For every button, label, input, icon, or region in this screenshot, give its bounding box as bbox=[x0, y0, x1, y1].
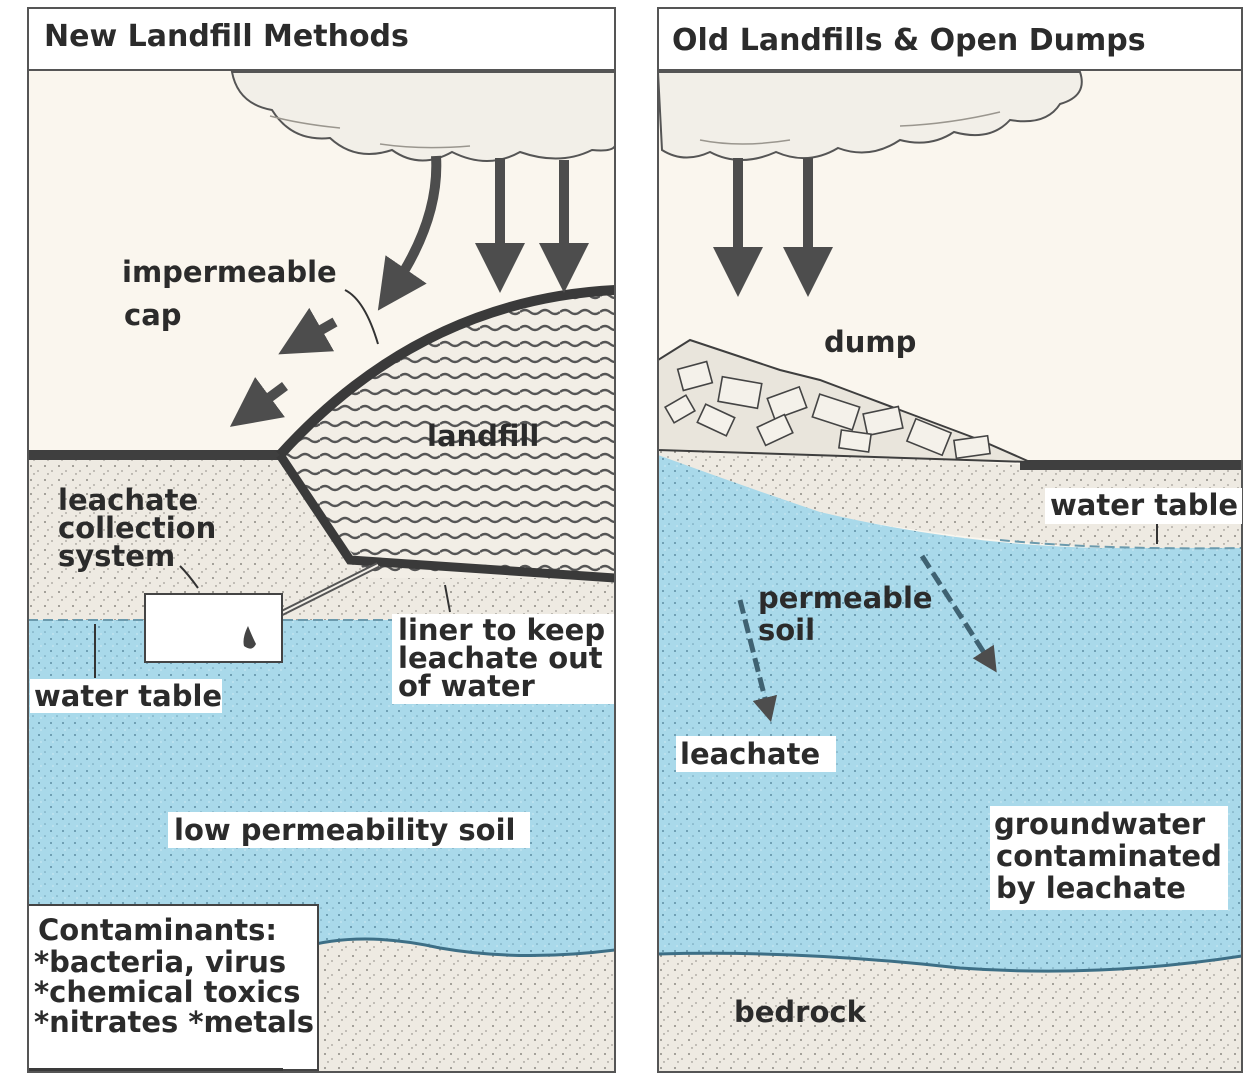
label-by-leachate: by leachate bbox=[996, 871, 1186, 905]
left-panel-title: New Landfill Methods bbox=[44, 19, 409, 54]
label-bedrock: bedrock bbox=[734, 995, 867, 1029]
contaminant-bacteria: *bacteria, virus bbox=[34, 945, 286, 979]
label-impermeable: impermeable bbox=[122, 255, 337, 289]
right-panel-title: Old Landfills & Open Dumps bbox=[672, 23, 1146, 58]
label-dump: dump bbox=[824, 325, 916, 359]
left-shadow-bar bbox=[8, 935, 28, 1085]
contaminant-nitrates: *nitrates *metals bbox=[34, 1005, 314, 1039]
label-soil: soil bbox=[758, 613, 815, 647]
label-water-table-left: water table bbox=[34, 679, 222, 713]
label-water-table-right: water table bbox=[1050, 488, 1238, 522]
contaminant-chemical: *chemical toxics bbox=[34, 975, 301, 1009]
label-low-permeability-soil: low permeability soil bbox=[174, 813, 515, 847]
label-of-water: of water bbox=[398, 669, 536, 703]
leachate-collection-box bbox=[145, 594, 282, 662]
label-system: system bbox=[58, 539, 175, 573]
label-groundwater: groundwater bbox=[994, 807, 1206, 841]
label-landfill: landfill bbox=[427, 419, 539, 453]
label-cap: cap bbox=[124, 298, 182, 332]
label-permeable: permeable bbox=[758, 581, 933, 615]
bottom-shadow-bar bbox=[8, 1068, 283, 1084]
label-leachate-right: leachate bbox=[680, 737, 820, 771]
right-panel bbox=[658, 8, 1242, 1075]
contaminants-heading: Contaminants: bbox=[38, 913, 277, 947]
label-contaminated: contaminated bbox=[996, 839, 1222, 873]
